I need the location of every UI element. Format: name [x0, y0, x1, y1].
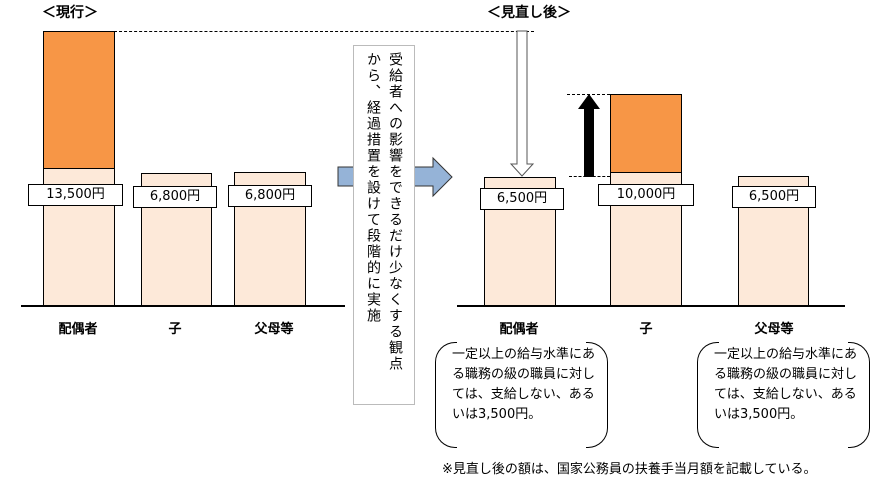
- category-label: 父母等: [254, 322, 294, 337]
- current-heading: ＜現行＞: [42, 5, 98, 21]
- baseline: [21, 305, 345, 307]
- up-arrow-icon: [578, 94, 600, 177]
- value-label: 6,800円: [133, 186, 217, 208]
- value-label: 10,000円: [598, 184, 694, 206]
- category-label: 子: [168, 322, 182, 337]
- value-label: 6,500円: [732, 186, 816, 208]
- reference-dashed-line: [114, 31, 534, 32]
- category-label: 配偶者: [58, 322, 98, 337]
- down-arrow-icon: [509, 30, 535, 177]
- transition-note: 受給者への影響をできるだけ少なくする観点 から、経過措置を設けて段階的に実施: [353, 45, 415, 405]
- value-label: 6,500円: [480, 188, 564, 210]
- note-parents: 一定以上の給与水準にある職務の級の職員に対しては、支給しない、あるいは3,500…: [697, 342, 870, 448]
- note-spouse: 一定以上の給与水準にある職務の級の職員に対しては、支給しない、あるいは3,500…: [435, 342, 608, 448]
- bar-spouse-excess: [43, 31, 115, 170]
- category-label: 父母等: [754, 322, 794, 337]
- value-label: 13,500円: [28, 184, 123, 206]
- category-label: 子: [639, 322, 653, 337]
- dashed-line: [567, 94, 610, 95]
- footnote: ※見直し後の額は、国家公務員の扶養手当月額を記載している。: [442, 462, 817, 477]
- transition-line-2: から、経過措置を設けて段階的に実施: [365, 52, 381, 324]
- transition-line-1: 受給者への影響をできるだけ少なくする観点: [387, 52, 403, 372]
- value-label: 6,800円: [228, 185, 312, 207]
- note-text: 一定以上の給与水準にある職務の級の職員に対しては、支給しない、あるいは3,500…: [452, 347, 596, 422]
- revised-heading: ＜見直し後＞: [487, 5, 571, 21]
- baseline: [457, 305, 845, 307]
- note-text: 一定以上の給与水準にある職務の級の職員に対しては、支給しない、あるいは3,500…: [714, 347, 858, 422]
- bar-child-increase: [610, 94, 682, 174]
- category-label: 配偶者: [499, 322, 539, 337]
